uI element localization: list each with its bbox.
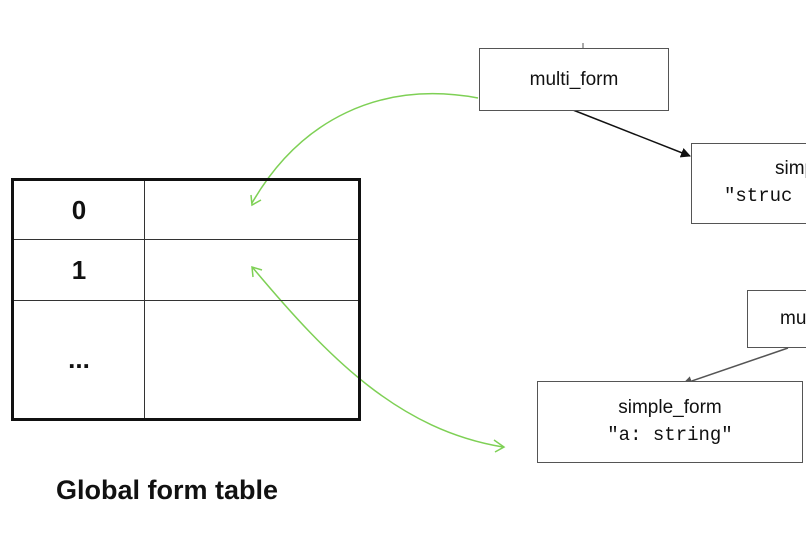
table-index-cell: ... <box>12 300 145 420</box>
table-index-cell: 1 <box>12 239 145 301</box>
node-simple-form-bottom-label: simple_form <box>618 397 722 419</box>
global-form-table: 0 1 ... <box>11 178 361 421</box>
node-simple-form-top-label: simp <box>775 158 806 179</box>
table-row: ... <box>12 300 360 420</box>
table-row: 1 <box>12 239 360 301</box>
table-caption: Global form table <box>56 475 279 505</box>
node-multi-form-bottom-label: mu <box>780 308 806 330</box>
node-multi-form-top: multi_form <box>479 48 669 111</box>
arrow-multi-form-to-slot-0 <box>251 93 479 204</box>
table-slot-cell <box>144 239 360 301</box>
table-slot-cell <box>144 179 360 240</box>
node-multi-form-top-label: multi_form <box>529 68 619 90</box>
node-simple-form-top-value: "struc <box>724 184 793 207</box>
node-multi-form-bottom: mu <box>747 290 806 348</box>
table-index-cell: 0 <box>12 179 145 240</box>
edge-top-multi-to-simple <box>572 109 691 158</box>
table-row: 0 <box>12 179 360 240</box>
table-slot-cell <box>144 300 360 420</box>
arrow-head-simple-form <box>493 439 506 453</box>
edge-bottom-multi-to-simple <box>682 347 789 386</box>
node-simple-form-top: simp "struc <box>691 143 806 224</box>
node-simple-form-bottom-value: "a: string" <box>607 424 733 446</box>
node-simple-form-bottom: simple_form "a: string" <box>537 381 803 463</box>
